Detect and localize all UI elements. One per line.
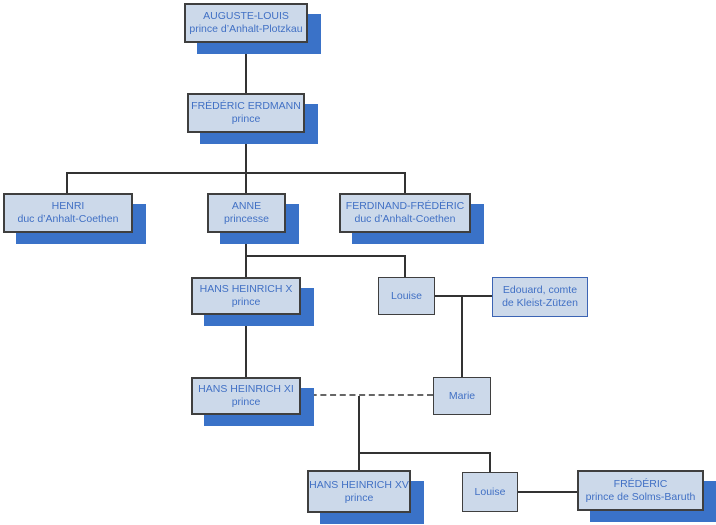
- node-hans-heinrich-x: HANS HEINRICH X prince: [191, 277, 301, 315]
- person-title: prince de Solms-Baruth: [585, 490, 696, 503]
- node-hans-heinrich-xi: HANS HEINRICH XI prince: [191, 377, 301, 415]
- person-name: Louise: [474, 485, 506, 498]
- person-title: prince: [231, 396, 261, 408]
- edge-hansx-to-hansxi: [245, 315, 247, 377]
- person-name: HANS HEINRICH XI: [198, 383, 294, 395]
- person-name: ANNE: [231, 200, 262, 212]
- node-henri: HENRI duc d’Anhalt-Coethen: [3, 193, 133, 233]
- edge-louise-edouard-marriage: [435, 295, 492, 297]
- person-name: Marie: [448, 389, 476, 402]
- person-title: prince: [344, 491, 374, 504]
- person-name: HANS HEINRICH XV: [309, 478, 409, 491]
- edge-drop-louise-2: [489, 452, 491, 472]
- person-name: Edouard, comte: [502, 284, 578, 296]
- person-title: duc d’Anhalt-Coethen: [354, 213, 456, 225]
- edge-erdmann-spine: [245, 133, 247, 193]
- edge-children-bar-2: [245, 255, 406, 257]
- edge-drop-louise-1: [404, 255, 406, 277]
- node-frederic-solms: FRÉDÉRIC prince de Solms-Baruth: [577, 470, 704, 511]
- node-marie: Marie: [433, 377, 491, 415]
- person-title: prince d’Anhalt-Plotzkau: [189, 23, 303, 35]
- edge-drop-hansxv: [358, 452, 360, 470]
- person-title: princesse: [224, 213, 269, 225]
- node-louise-1: Louise: [378, 277, 435, 315]
- person-title: prince: [231, 296, 261, 308]
- person-name: HENRI: [51, 200, 85, 212]
- edge-drop-marie: [461, 296, 463, 377]
- person-name: FERDINAND-FRÉDÉRIC: [345, 200, 465, 212]
- edge-children-bar-3: [358, 452, 491, 454]
- node-auguste-louis: AUGUSTE-LOUIS prince d’Anhalt-Plotzkau: [184, 3, 308, 43]
- person-title: prince: [231, 113, 261, 125]
- person-name: FRÉDÉRIC: [613, 477, 668, 490]
- node-louise-2: Louise: [462, 472, 518, 512]
- edge-louise2-frederic-marriage: [518, 491, 577, 493]
- edge-hansxi-marie-marriage-dashed: [301, 394, 433, 396]
- person-title: duc d’Anhalt-Coethen: [17, 213, 119, 225]
- edge-children-bar-1: [66, 172, 406, 174]
- person-name: AUGUSTE-LOUIS: [203, 10, 289, 22]
- node-edouard: Edouard, comte de Kleist-Zützen: [492, 277, 588, 317]
- node-frederic-erdmann: FRÉDÉRIC ERDMANN prince: [187, 93, 305, 133]
- person-name: FRÉDÉRIC ERDMANN: [191, 100, 301, 112]
- edge-auguste-to-erdmann: [245, 43, 247, 93]
- edge-drop-ferdinand: [404, 172, 406, 193]
- node-hans-heinrich-xv: HANS HEINRICH XV prince: [307, 470, 411, 513]
- person-name: Louise: [391, 289, 422, 302]
- edge-hansxi-marie-spine: [358, 396, 360, 454]
- node-ferdinand-frederic: FERDINAND-FRÉDÉRIC duc d’Anhalt-Coethen: [339, 193, 471, 233]
- person-title: de Kleist-Zützen: [502, 297, 578, 309]
- person-name: HANS HEINRICH X: [199, 283, 293, 295]
- node-anne: ANNE princesse: [207, 193, 286, 233]
- edge-drop-henri: [66, 172, 68, 193]
